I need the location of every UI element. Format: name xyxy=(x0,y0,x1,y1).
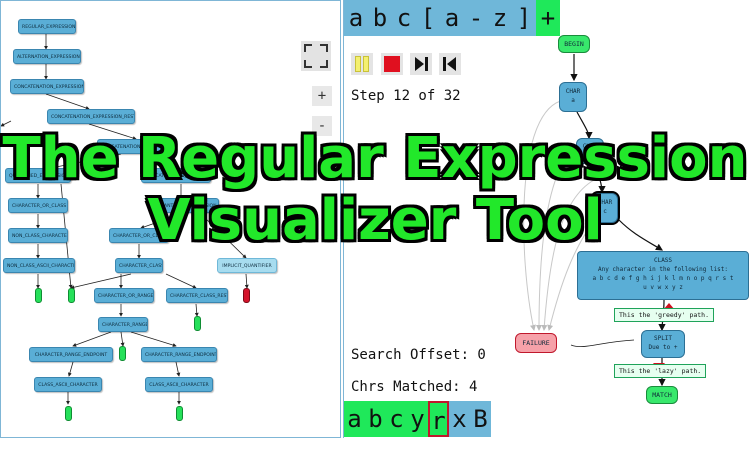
tree-node-quantified-expression[interactable]: QUANTIFIED_EXPRESSION xyxy=(5,168,71,183)
tree-node-character-or-class-2[interactable]: CHARACTER_OR_CLASS xyxy=(109,228,169,243)
zoom-out-button[interactable]: - xyxy=(312,116,332,136)
tree-node-character-or-class[interactable]: CHARACTER_OR_CLASS xyxy=(8,198,68,213)
chars-matched: Chrs Matched: 4 xyxy=(351,379,478,395)
char-a-node[interactable]: CHAR a xyxy=(559,82,587,112)
corner-top-right-icon xyxy=(320,44,328,52)
regex-token[interactable]: ] xyxy=(512,0,536,36)
fit-to-screen-button[interactable] xyxy=(301,41,331,71)
tree-node-non-class-character[interactable]: NON_CLASS_CHARACTER xyxy=(8,228,68,243)
regex-token[interactable]: b xyxy=(368,0,392,36)
class-node[interactable]: CLASS Any character in the following lis… xyxy=(577,251,749,300)
input-char: B xyxy=(470,401,491,437)
regex-token[interactable]: a xyxy=(344,0,368,36)
char-b-title: CHAR xyxy=(582,143,598,150)
tree-node-implicit-quantifier[interactable]: IMPLICIT_QUANTIFIER xyxy=(217,258,277,273)
title-line-1: The Regular Expression xyxy=(2,126,748,191)
class-list-line-1: a b c d e f g h i j k l m n o p q r s t xyxy=(592,275,734,282)
tree-node-alternation-expression[interactable]: ALTERNATION_EXPRESSION xyxy=(13,49,81,64)
class-description: Any character in the following list: xyxy=(597,266,729,273)
regex-token[interactable]: z xyxy=(488,0,512,36)
input-char: c xyxy=(386,401,407,437)
corner-bottom-left-icon xyxy=(304,60,312,68)
tree-node-non-class-ascii-character[interactable]: NON_CLASS_ASCII_CHARACTER xyxy=(3,258,75,273)
input-char: y xyxy=(407,401,428,437)
tree-node-concatenation-expression-rest-2[interactable]: CONCATENATION_EXPRESSION_REST xyxy=(97,139,173,154)
tree-leaf-error[interactable] xyxy=(243,288,250,303)
parse-tree-panel: REGULAR_EXPRESSION ALTERNATION_EXPRESSIO… xyxy=(0,0,341,438)
corner-bottom-right-icon xyxy=(320,60,328,68)
begin-node[interactable]: BEGIN xyxy=(558,35,590,53)
step-forward-icon xyxy=(415,57,428,71)
char-b-node[interactable]: CHAR xyxy=(576,138,604,164)
step-back-button[interactable] xyxy=(439,53,461,75)
tree-node-character-or-range[interactable]: CHARACTER_OR_RANGE xyxy=(94,288,154,303)
char-c-value: c xyxy=(603,208,607,215)
tree-leaf-terminal[interactable] xyxy=(68,288,75,303)
tree-node-regular-expression[interactable]: REGULAR_EXPRESSION xyxy=(18,19,76,34)
zoom-in-button[interactable]: + xyxy=(312,86,332,106)
search-offset: Search Offset: 0 xyxy=(351,347,486,363)
class-list-line-2: u v w x y z xyxy=(643,284,683,291)
regex-token-current[interactable]: + xyxy=(536,0,560,36)
char-c-title: CHAR xyxy=(597,199,613,206)
tree-node-concatenation-expression-rest[interactable]: CONCATENATION_EXPRESSION_REST xyxy=(47,109,135,124)
corner-top-left-icon xyxy=(304,44,312,52)
split-sub: Due to + xyxy=(648,344,678,351)
tree-node-character-class-rest[interactable]: CHARACTER_CLASS_REST xyxy=(166,288,228,303)
failure-node[interactable]: FAILURE xyxy=(515,333,557,353)
tree-node-concatenation-expression-2[interactable]: CONCATENATION_EXPRESSION xyxy=(141,168,211,183)
char-a-title: CHAR xyxy=(565,88,581,95)
char-a-value: a xyxy=(571,97,575,104)
tree-node-character-range-endpoint-2[interactable]: CHARACTER_RANGE_ENDPOINT xyxy=(141,347,217,362)
step-forward-button[interactable] xyxy=(410,53,432,75)
tree-leaf-terminal[interactable] xyxy=(35,288,42,303)
tree-node-quantified-expression-2[interactable]: QUANTIFIED_EXPRESSION xyxy=(153,198,219,213)
tree-node-character-class[interactable]: CHARACTER_CLASS xyxy=(115,258,163,273)
pause-button[interactable] xyxy=(351,53,373,75)
split-node[interactable]: SPLIT Due to + xyxy=(641,330,685,358)
lazy-path-note: This the 'lazy' path. xyxy=(614,364,707,378)
step-back-icon xyxy=(443,57,456,71)
step-counter: Step 12 of 32 xyxy=(351,88,461,104)
input-char: x xyxy=(449,401,470,437)
regex-token[interactable]: c xyxy=(392,0,416,36)
parse-tree-edges xyxy=(1,34,249,405)
input-char-current: r xyxy=(428,401,449,437)
pause-icon xyxy=(355,56,361,72)
stop-icon xyxy=(384,56,400,72)
greedy-path-note: This the 'greedy' path. xyxy=(614,308,715,322)
input-char: b xyxy=(365,401,386,437)
tree-leaf-terminal[interactable] xyxy=(194,316,201,331)
match-node[interactable]: MATCH xyxy=(646,386,678,404)
tree-node-character-range-endpoint-1[interactable]: CHARACTER_RANGE_ENDPOINT xyxy=(29,347,113,362)
tree-node-character-range[interactable]: CHARACTER_RANGE xyxy=(98,317,148,332)
tree-node-class-ascii-character-1[interactable]: CLASS_ASCII_CHARACTER xyxy=(34,377,102,392)
pause-icon-bar xyxy=(363,56,369,72)
tree-node-concatenation-expression[interactable]: CONCATENATION_EXPRESSION xyxy=(10,79,84,94)
class-title: CLASS xyxy=(653,257,673,264)
regex-token[interactable]: - xyxy=(464,0,488,36)
automaton-panel: a b c [ a - z ] + Step 12 of 32 Search O… xyxy=(343,0,750,438)
tree-node-class-ascii-character-2[interactable]: CLASS_ASCII_CHARACTER xyxy=(145,377,213,392)
tree-leaf-terminal[interactable] xyxy=(119,346,126,361)
title-line-2: Visualizer Tool xyxy=(147,188,603,253)
tree-leaf-terminal[interactable] xyxy=(176,406,183,421)
tree-leaf-terminal[interactable] xyxy=(65,406,72,421)
regex-token[interactable]: [ xyxy=(416,0,440,36)
stop-button[interactable] xyxy=(381,53,403,75)
regex-token[interactable]: a xyxy=(440,0,464,36)
split-title: SPLIT xyxy=(653,335,673,342)
char-c-node[interactable]: CHAR c xyxy=(592,193,618,223)
input-char: a xyxy=(344,401,365,437)
